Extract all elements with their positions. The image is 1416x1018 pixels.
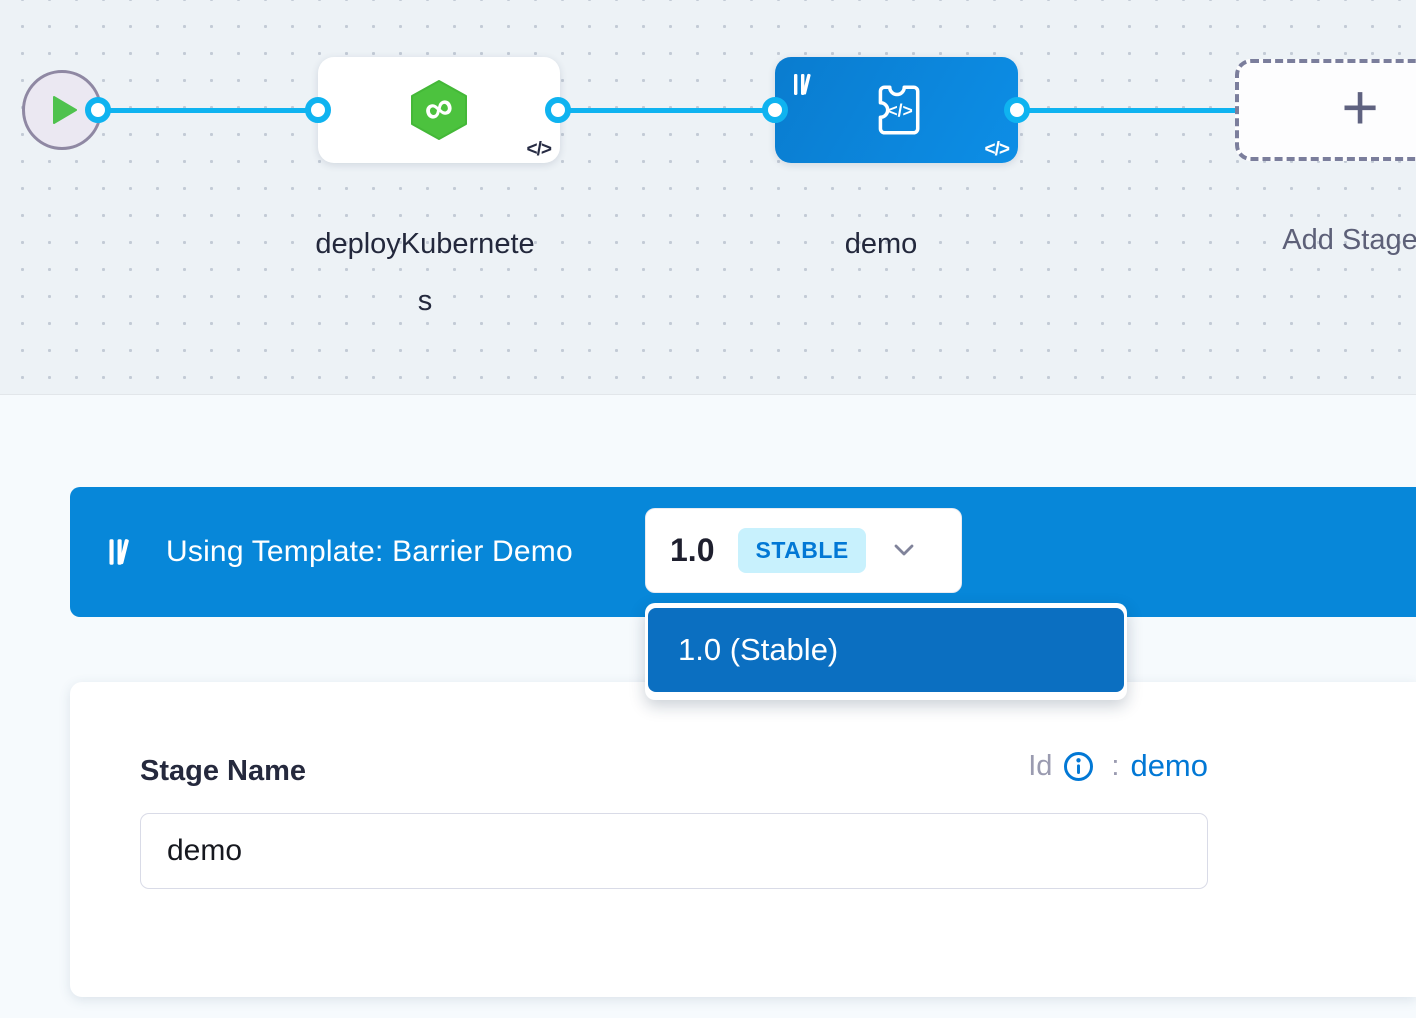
id-colon: :: [1111, 749, 1120, 782]
stage-label: demo: [844, 228, 918, 260]
version-number: 1.0: [670, 532, 715, 568]
add-stage-button[interactable]: +: [1235, 59, 1416, 161]
add-stage-label: Add Stage: [1282, 224, 1416, 256]
stage-name-input[interactable]: [140, 813, 1208, 889]
plus-icon: +: [1341, 71, 1379, 143]
connector-line: [1019, 108, 1237, 113]
svg-text:</>: </>: [887, 101, 912, 121]
stable-badge: STABLE: [738, 528, 866, 573]
info-icon[interactable]: [1063, 751, 1094, 782]
template-version-select[interactable]: 1.0 STABLE: [645, 508, 962, 593]
using-template-banner: Using Template: Barrier Demo 1.0 STABLE: [70, 487, 1416, 617]
connector-port[interactable]: [545, 97, 571, 123]
connector-line: [100, 108, 318, 113]
connector-port[interactable]: [305, 97, 331, 123]
template-library-icon: [794, 73, 811, 95]
code-view-toggle-icon[interactable]: </>: [984, 139, 1011, 160]
connector-port[interactable]: [85, 97, 111, 123]
stage-node-demo[interactable]: </> </>: [775, 57, 1018, 163]
connector-port[interactable]: [1004, 97, 1030, 123]
chevron-down-icon: [894, 544, 914, 557]
version-dropdown-menu: 1.0 (Stable): [645, 603, 1127, 700]
connector-port[interactable]: [762, 97, 788, 123]
template-library-icon: [109, 539, 129, 565]
stage-node-deploykubernetes[interactable]: ∞ </>: [318, 57, 560, 163]
harness-deploy-icon: ∞: [411, 80, 467, 140]
play-icon: [52, 96, 77, 124]
connector-line: [560, 108, 775, 113]
stage-label: deployKubernetes: [315, 228, 535, 317]
code-view-toggle-icon[interactable]: </>: [526, 139, 553, 160]
version-dropdown-option[interactable]: 1.0 (Stable): [648, 608, 1124, 692]
using-template-text: Using Template: Barrier Demo: [166, 535, 573, 568]
pipeline-canvas: ∞ </> </> </> + deployKubernetes demo Ad…: [0, 0, 1416, 395]
stage-overview-card: Stage Name Id : demo: [70, 682, 1416, 997]
stage-id-value[interactable]: demo: [1130, 748, 1208, 783]
stage-id-row: Id : demo: [1028, 748, 1208, 784]
stage-name-label: Stage Name: [140, 755, 307, 787]
id-label: Id: [1028, 749, 1053, 782]
custom-stage-icon: </>: [878, 85, 919, 135]
